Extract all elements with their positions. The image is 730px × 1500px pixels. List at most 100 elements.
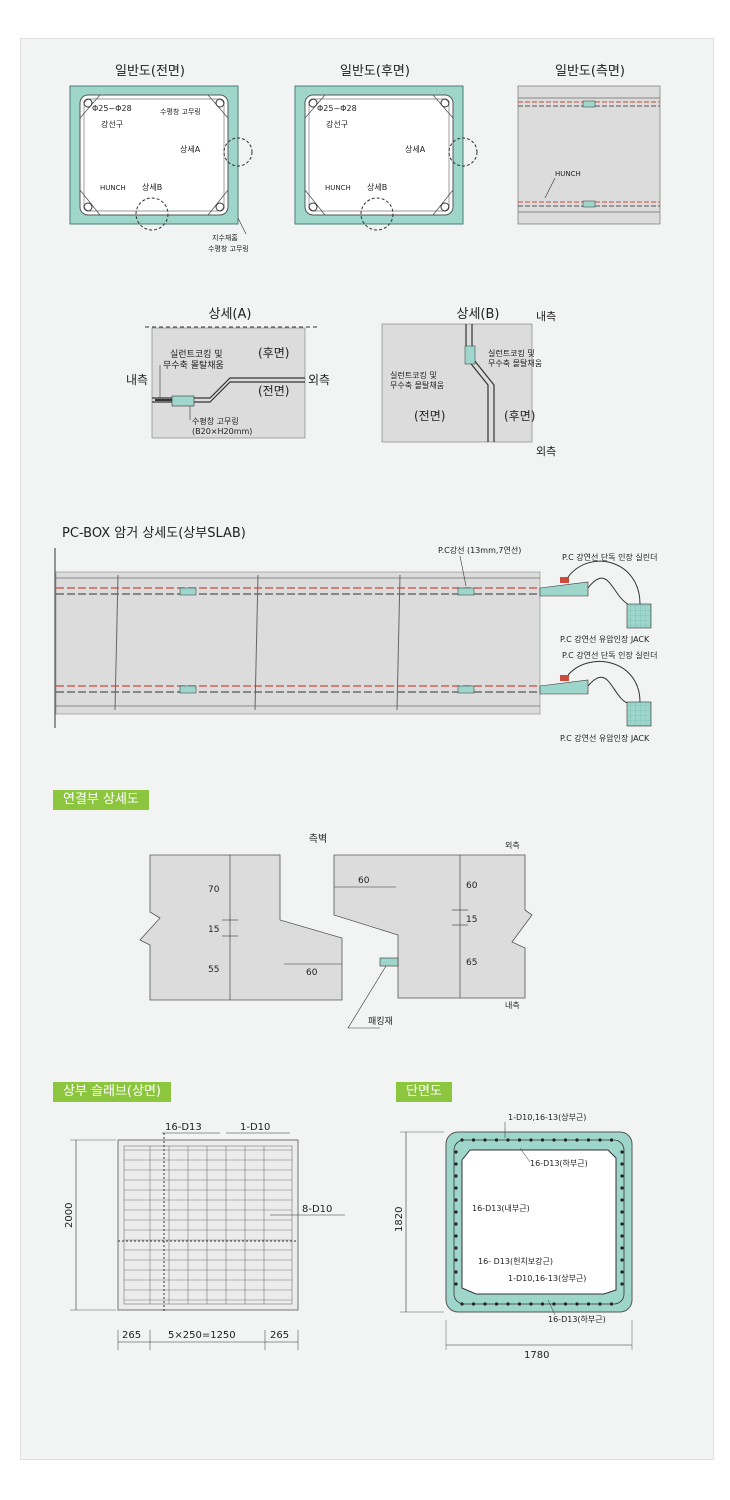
detail-b-mortar-left: 무수축 몰탈채움 [390, 380, 444, 390]
section-inner: 16-D13(내부근) [472, 1204, 530, 1213]
detail-b-sealant-left: 실런트코킹 및 [390, 370, 437, 380]
detail-a-front: (전면) [258, 384, 289, 398]
section-badge: 단면도 [396, 1082, 452, 1102]
cylinder-label: P.C 강연선 단독 인장 실린더 [562, 552, 657, 562]
detail-b-rear: (후면) [504, 409, 535, 423]
section-top-lower: 16-D13(하부근) [530, 1158, 588, 1168]
detail-a-sealant: 실런트코킹 및 [170, 348, 223, 360]
detail-a-gasket-size: (B20×H20mm) [192, 427, 252, 436]
section-bottom-top: 1-D10,16-13(상부근) [508, 1273, 586, 1283]
jack-label-2: P.C 강연선 유압인장 JACK [560, 733, 650, 743]
rebar-dot [494, 1138, 499, 1142]
section-bottom-lower: 16-D13(하부근) [548, 1314, 606, 1324]
rebar-dot [506, 1138, 510, 1142]
rebar-dot [563, 1138, 568, 1142]
rebar-dot [620, 1174, 624, 1178]
side-wall-label: 측벽 [309, 833, 327, 845]
rebar-dot [460, 1138, 464, 1142]
detail-b: 상세(B) 내측 실런트코킹 및 무수축 몰탈채움 실런트코킹 및 무수축 몰탈… [381, 307, 556, 458]
rebar-dot [552, 1138, 556, 1142]
detail-a-outer: 외측 [308, 373, 330, 387]
detail-b-title: 상세(B) [457, 307, 500, 322]
detail-a-gasket: 수평창 고무링 [192, 416, 239, 426]
rebar-dot [598, 1302, 602, 1306]
rebar-dot [609, 1138, 614, 1142]
rebar-dot [563, 1302, 568, 1306]
rear-view-title: 일반도(후면) [340, 64, 410, 79]
pc-box-detail: PC-BOX 암거 상세도(상부SLAB) P.C강선 (13mm,7연선) P… [54, 526, 657, 743]
rear-strand-label: Φ25~Φ28 [317, 104, 357, 113]
detail-b-front: (전면) [414, 409, 445, 423]
rebar-dot [454, 1270, 458, 1274]
rebar-dot [620, 1222, 624, 1226]
slab-bars-top: 16-D13 [165, 1122, 202, 1133]
slab-dim-mid: 5×250=1250 [168, 1330, 236, 1341]
rebar-dot [454, 1222, 458, 1226]
front-view: 일반도(전면) Φ25~Φ28 강선구 수평창 고무링 상세A HUNCH 상세… [69, 64, 253, 253]
rebar-dot [483, 1138, 487, 1142]
pc-strand-label: P.C강선 (13mm,7연선) [438, 545, 521, 555]
dim-60-vertical: 60 [466, 881, 478, 891]
dim-55: 55 [208, 965, 219, 975]
side-view-title: 일반도(측면) [555, 64, 625, 79]
rebar-dot [517, 1138, 522, 1142]
section-view: 1-D10,16-13(상부근) 16-D13(하부근) 16-D13(내부근)… [394, 1112, 633, 1361]
detail-b-label: 상세B [142, 182, 162, 192]
detail-a-title: 상세(A) [209, 307, 252, 322]
detail-a-rear: (후면) [258, 346, 289, 360]
rebar-dot [454, 1282, 458, 1286]
joint-detail-badge: 연결부 상세도 [53, 790, 149, 810]
rebar-dot [586, 1302, 591, 1306]
rebar-dot [454, 1174, 458, 1178]
cylinder-label-2: P.C 강연선 단독 인장 실린더 [562, 650, 657, 660]
detail-a-inner: 내측 [126, 373, 148, 387]
strand-hole-label: 강선구 [101, 119, 123, 129]
rebar-dot [575, 1302, 579, 1306]
rebar-dot [529, 1302, 533, 1306]
detail-b-sealant-right: 실런트코킹 및 [488, 348, 535, 358]
rebar-dot [494, 1302, 499, 1306]
dim-65: 65 [466, 958, 477, 968]
rebar-dot [506, 1302, 510, 1306]
slab-bar-1: 1-D10 [240, 1122, 270, 1133]
rear-hunch-label: HUNCH [325, 184, 351, 192]
slab-dim-left: 265 [122, 1330, 141, 1341]
rebar-dot [575, 1138, 579, 1142]
groove-label: 지수재홈 [212, 233, 238, 242]
strand-label: Φ25~Φ28 [92, 104, 132, 113]
joint-outer-label: 외측 [505, 840, 520, 850]
rebar-dot [454, 1246, 458, 1250]
pc-box-title: PC-BOX 암거 상세도(상부SLAB) [62, 526, 246, 541]
rebar-dot [471, 1302, 476, 1306]
detail-b-inner: 내측 [536, 310, 556, 323]
rebar-dot [620, 1282, 624, 1286]
detail-b-mortar-right: 무수축 몰탈채움 [488, 358, 542, 368]
rebar-dot [471, 1138, 476, 1142]
slab-bar-8: 8-D10 [302, 1204, 332, 1215]
joint-inner-label: 내측 [505, 1001, 520, 1010]
rebar-dot [586, 1138, 591, 1142]
detail-a-label: 상세A [180, 144, 201, 154]
rear-detail-a-label: 상세A [405, 144, 426, 154]
detail-a: 상세(A) 실런트코킹 및 무수축 몰탈채움 (후면) (전면) 내측 외측 수… [126, 307, 330, 439]
hunch-label: HUNCH [100, 184, 126, 192]
dim-60-left: 60 [306, 968, 318, 978]
rebar-dot [454, 1186, 458, 1190]
section-haunch: 16- D13(헌치보강근) [478, 1256, 553, 1266]
rebar-dot [483, 1302, 487, 1306]
packing-label: 패킹재 [368, 1015, 393, 1027]
joint-detail: 측벽 70 15 55 60 60 60 15 65 외측 내측 패킹재 [139, 833, 533, 1029]
rebar-dot [552, 1302, 556, 1306]
rebar-dot [620, 1234, 624, 1238]
rear-strand-hole-label: 강선구 [326, 119, 348, 129]
rebar-dot [598, 1138, 602, 1142]
rebar-dot [454, 1258, 458, 1262]
side-hunch-label: HUNCH [555, 170, 581, 178]
rebar-dot [540, 1138, 545, 1142]
gasket-label: 수평창 고무링 [160, 107, 201, 116]
rebar-dot [620, 1198, 624, 1202]
rebar-dot [540, 1302, 545, 1306]
rebar-dot [620, 1270, 624, 1274]
dim-60-right: 60 [358, 876, 370, 886]
